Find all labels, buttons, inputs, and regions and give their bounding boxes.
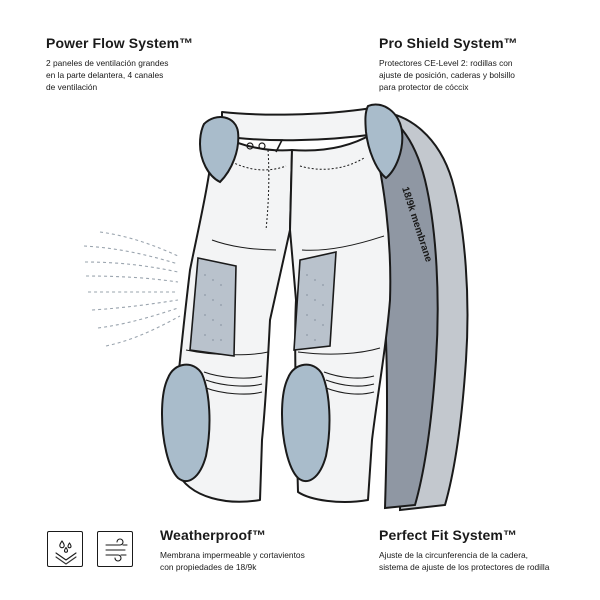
perfect-fit-desc-line: Ajuste de la circunferencia de la cadera… bbox=[379, 550, 528, 560]
pro-shield-desc-line: Protectores CE-Level 2: rodillas con bbox=[379, 58, 513, 68]
hip-protectors bbox=[198, 103, 404, 184]
pro-shield-desc-line: ajuste de posición, caderas y bolsillo bbox=[379, 70, 515, 80]
perfect-fit-description: Ajuste de la circunferencia de la cadera… bbox=[379, 549, 589, 573]
weatherproof-desc-line: con propiedades de 18/9k bbox=[160, 562, 257, 572]
pro-shield-desc-line: para protector de cóccix bbox=[379, 82, 469, 92]
power-flow-description: 2 paneles de ventilación grandes en la p… bbox=[46, 57, 231, 93]
perfect-fit-feature: Perfect Fit System™ Ajuste de la circunf… bbox=[379, 527, 589, 573]
power-flow-feature: Power Flow System™ 2 paneles de ventilac… bbox=[46, 35, 231, 93]
vent-mesh-panels bbox=[189, 250, 337, 357]
power-flow-desc-line: en la parte delantera, 4 canales bbox=[46, 70, 164, 80]
power-flow-desc-line: de ventilación bbox=[46, 82, 98, 92]
weatherproof-desc-line: Membrana impermeable y cortavientos bbox=[160, 550, 305, 560]
weatherproof-title: Weatherproof™ bbox=[160, 527, 267, 543]
pro-shield-description: Protectores CE-Level 2: rodillas con aju… bbox=[379, 57, 569, 93]
weatherproof-feature: Weatherproof™ Membrana impermeable y cor… bbox=[160, 527, 360, 573]
knee-protectors bbox=[160, 363, 331, 483]
perfect-fit-desc-line: sistema de ajuste de los protectores de … bbox=[379, 562, 550, 572]
ventilation-airflow-lines bbox=[83, 231, 181, 347]
power-flow-desc-line: 2 paneles de ventilación grandes bbox=[46, 58, 169, 68]
windproof-icon bbox=[97, 531, 133, 567]
pro-shield-title: Pro Shield System™ bbox=[379, 35, 518, 51]
pro-shield-feature: Pro Shield System™ Protectores CE-Level … bbox=[379, 35, 569, 93]
waistband-details bbox=[246, 139, 284, 153]
vent-mesh-dots bbox=[204, 274, 324, 341]
weatherproof-description: Membrana impermeable y cortavientos con … bbox=[160, 549, 360, 573]
waterproof-drop-icon bbox=[47, 531, 83, 567]
knee-stretch-panels bbox=[203, 371, 375, 395]
power-flow-title: Power Flow System™ bbox=[46, 35, 194, 51]
pants-seams bbox=[185, 149, 385, 356]
perfect-fit-title: Perfect Fit System™ bbox=[379, 527, 518, 543]
